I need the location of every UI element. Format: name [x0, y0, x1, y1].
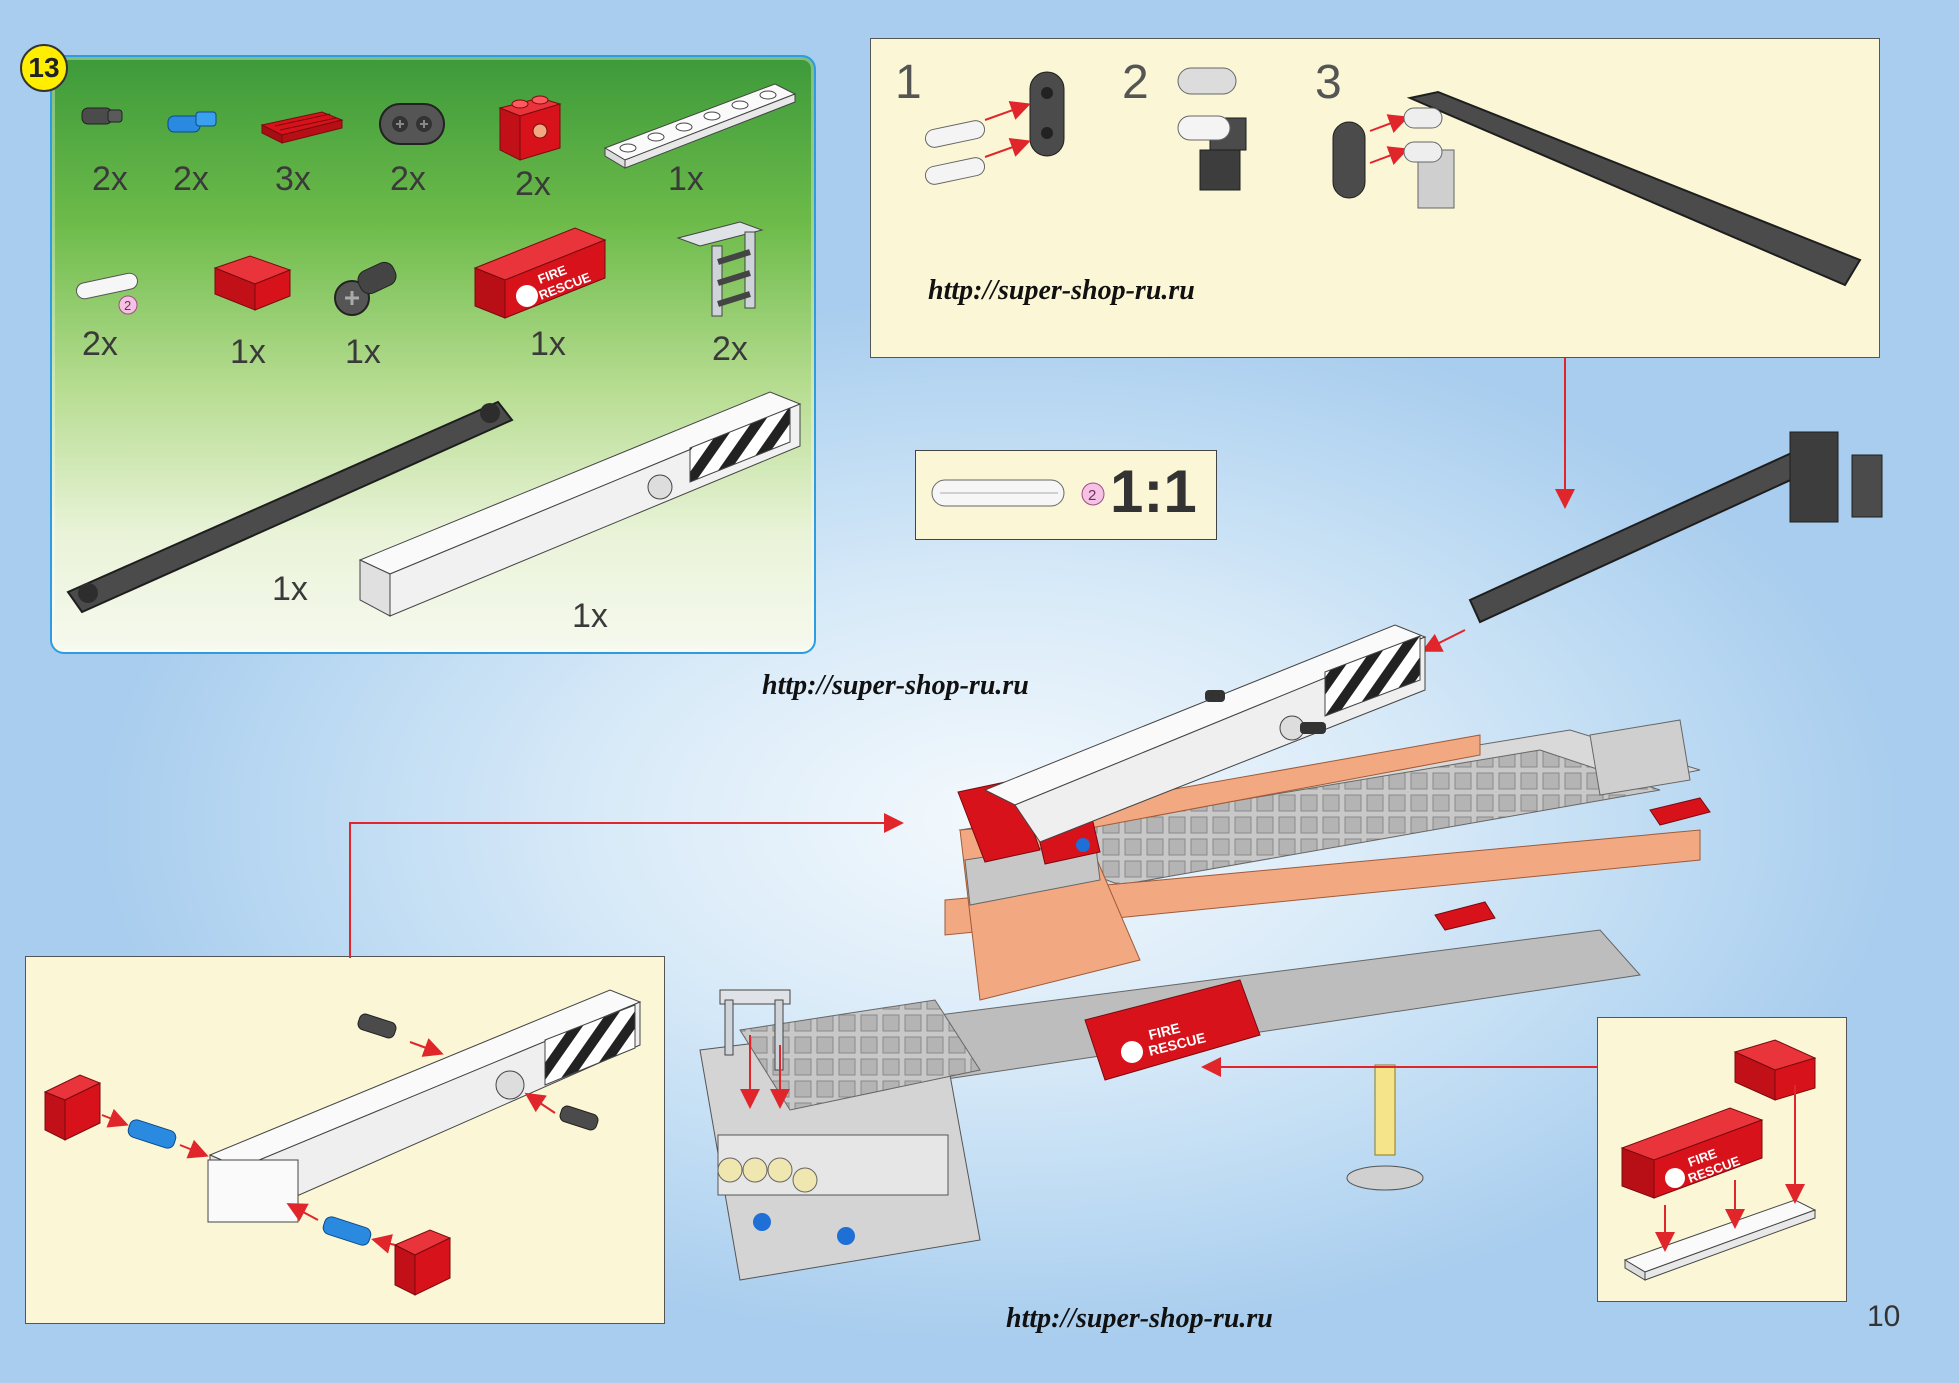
axle-scale-box [915, 450, 1217, 540]
dark-gray-technic-beam-15-icon [66, 400, 514, 614]
red-grille-tile-icon [260, 111, 344, 144]
substep-number: 1 [895, 56, 922, 109]
watermark-url: http://super-shop-ru.ru [928, 275, 1195, 306]
qty-label: 2x [82, 325, 118, 363]
blue-axle-pin-icon [167, 111, 217, 133]
red-fire-rescue-brick-icon: FIRE RESCUE [473, 227, 607, 319]
light-gray-ladder-icon [676, 221, 764, 317]
qty-label: 2x [92, 160, 128, 198]
dark-gray-axle-connector-icon [334, 261, 397, 316]
substep-number: 3 [1315, 56, 1342, 109]
scale-badge: 2 [1088, 487, 1096, 504]
white-striped-technic-brick-icon [358, 391, 802, 617]
qty-label: 2x [515, 165, 551, 203]
qty-label: 2x [173, 160, 209, 198]
qty-label: 1x [572, 597, 608, 635]
svg-text:2: 2 [124, 298, 131, 313]
qty-label: 1x [668, 160, 704, 198]
watermark-url: http://super-shop-ru.ru [1006, 1303, 1273, 1334]
dark-gray-connector-icon [379, 103, 445, 145]
truck-chassis-art: FIRE RESCUE [699, 719, 1711, 1281]
qty-label: 1x [345, 333, 381, 371]
qty-label: 1x [272, 570, 308, 608]
qty-label: 2x [390, 160, 426, 198]
red-technic-brick-left [43, 1074, 102, 1141]
crane-beam-art [1468, 431, 1883, 624]
white-plate-1x6-icon [603, 83, 797, 169]
substep-2-art [1177, 67, 1247, 191]
qty-label: 3x [275, 160, 311, 198]
substep-1-art [924, 71, 1065, 185]
svg-text:FIRE: FIRE [1147, 1020, 1182, 1043]
qty-label: 1x [530, 325, 566, 363]
dark-gray-pin-icon [81, 107, 123, 125]
scale-ratio: 1:1 [1110, 458, 1197, 525]
qty-label: 1x [230, 333, 266, 371]
scale-axle-art: 2 [931, 479, 1105, 507]
red-slope-icon [213, 255, 292, 311]
substep-3-art [1332, 90, 1862, 287]
watermark-url: http://super-shop-ru.ru [762, 670, 1029, 701]
subassembly-right-art: FIRE RESCUE [1620, 1039, 1817, 1281]
page-number: 10 [1867, 1300, 1901, 1333]
red-technic-brick-right [393, 1229, 452, 1296]
red-technic-brick-icon [498, 95, 562, 161]
subassembly-left-art [43, 989, 642, 1296]
white-axle-icon: 2 [76, 272, 138, 315]
step-number-badge: 13 [20, 44, 68, 92]
qty-label: 2x [712, 330, 748, 368]
substep-number: 2 [1122, 56, 1149, 109]
truck-white-crane-arm [983, 624, 1427, 843]
